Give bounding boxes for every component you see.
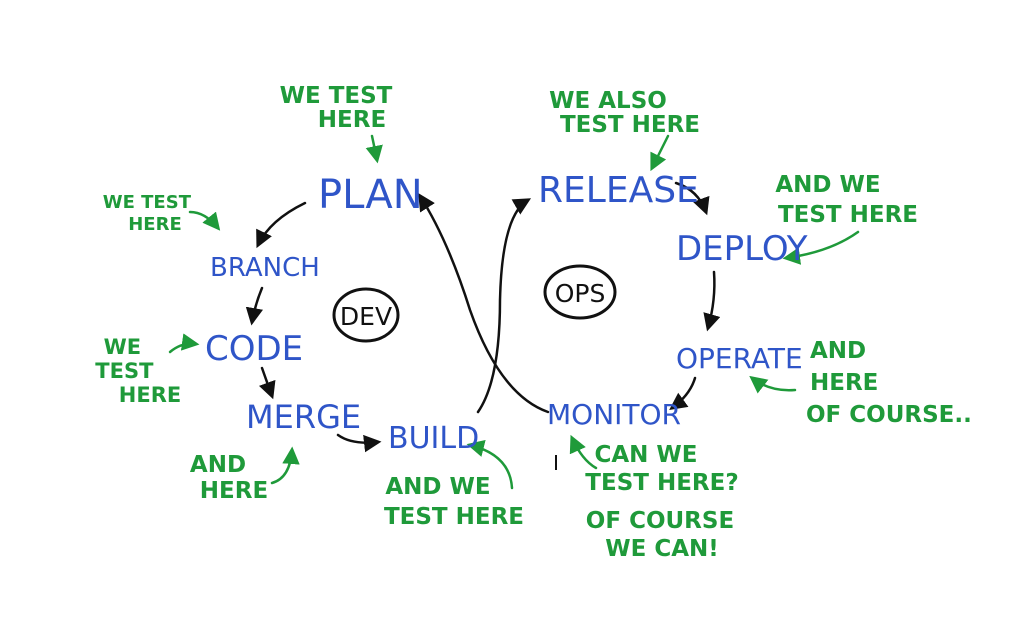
note-operate-line-3: OF COURSE..	[806, 402, 972, 428]
arrow-code-to-merge	[258, 366, 276, 400]
note-plan: WE TEST HERE	[280, 83, 401, 133]
note-arrow-plan	[365, 134, 383, 164]
arrow-branch-to-code	[245, 286, 264, 326]
dev-hub-label: DEV	[340, 302, 392, 331]
note-branch-line-2: HERE	[128, 214, 182, 235]
ops-hub-ellipse	[543, 264, 617, 320]
stage-build: BUILD	[388, 421, 479, 456]
note-build-line-2: TEST HERE	[384, 504, 524, 530]
stage-operate: OPERATE	[676, 342, 803, 375]
arrow-operate-to-monitor	[669, 376, 697, 411]
note-arrow-monitor	[569, 434, 598, 470]
note-arrows	[168, 134, 860, 490]
note-deploy: AND WE TEST HERE	[775, 172, 918, 228]
stage-plan: PLAN	[318, 172, 423, 218]
stage-deploy: DEPLOY	[676, 229, 808, 269]
note-code-line-2: TEST	[95, 359, 154, 383]
note-release: WE ALSO TEST HERE	[549, 88, 700, 138]
note-monitor-line-2: TEST HERE?	[585, 470, 738, 496]
note-branch: WE TEST HERE	[103, 192, 198, 235]
ops-hub-label: OPS	[555, 279, 606, 308]
arrow-plan-to-branch	[256, 201, 307, 249]
note-monitor: CAN WE TEST HERE? OF COURSE WE CAN!	[585, 442, 746, 562]
stage-code: CODE	[205, 329, 303, 369]
test-notes: WE TEST HERE WE TEST HERE WE TEST HERE A…	[95, 83, 972, 562]
dev-hub-ellipse	[332, 287, 400, 343]
note-arrow-release	[650, 134, 670, 172]
note-plan-line-2: HERE	[318, 107, 386, 133]
note-arrow-operate	[749, 375, 797, 394]
note-build: AND WE TEST HERE	[384, 474, 524, 530]
arrow-merge-to-build	[336, 433, 382, 453]
note-merge: AND HERE	[190, 452, 268, 504]
note-code-line-1: WE	[104, 335, 142, 359]
note-branch-line-1: WE TEST	[103, 192, 192, 213]
note-operate: AND HERE OF COURSE..	[806, 338, 972, 428]
note-merge-line-2: HERE	[200, 478, 268, 504]
note-code-line-3: HERE	[119, 383, 181, 407]
note-release-line-1: WE ALSO	[549, 88, 667, 114]
note-release-line-2: TEST HERE	[560, 112, 700, 138]
note-monitor-line-3: OF COURSE	[586, 508, 734, 534]
note-merge-line-1: AND	[190, 452, 246, 478]
stage-merge: MERGE	[246, 398, 361, 436]
note-arrow-build	[466, 439, 514, 490]
stage-release: RELEASE	[538, 170, 699, 211]
note-arrow-merge	[270, 446, 300, 485]
note-code: WE TEST HERE	[95, 335, 181, 407]
note-operate-line-1: AND	[810, 338, 866, 364]
note-build-line-1: AND WE	[385, 474, 490, 500]
arrow-build-to-release	[476, 198, 532, 414]
flow-arrows	[245, 181, 721, 453]
note-deploy-line-2: TEST HERE	[778, 202, 918, 228]
note-operate-line-2: HERE	[810, 370, 878, 396]
arrow-release-to-deploy	[674, 181, 710, 216]
note-monitor-line-4: WE CAN!	[605, 536, 719, 562]
note-arrow-branch	[188, 210, 221, 231]
stage-monitor: MONITOR	[547, 398, 681, 431]
arrow-deploy-to-operate	[703, 270, 721, 332]
arrow-monitor-to-plan	[418, 193, 550, 414]
note-plan-line-1: WE TEST	[280, 83, 393, 109]
note-deploy-line-1: AND WE	[775, 172, 880, 198]
note-arrow-deploy	[782, 230, 860, 265]
note-monitor-line-1: CAN WE	[594, 442, 697, 468]
note-arrow-code	[168, 333, 200, 354]
stage-labels: PLAN BRANCH CODE MERGE BUILD RELEASE DEP…	[205, 170, 808, 456]
stage-branch: BRANCH	[210, 253, 320, 283]
